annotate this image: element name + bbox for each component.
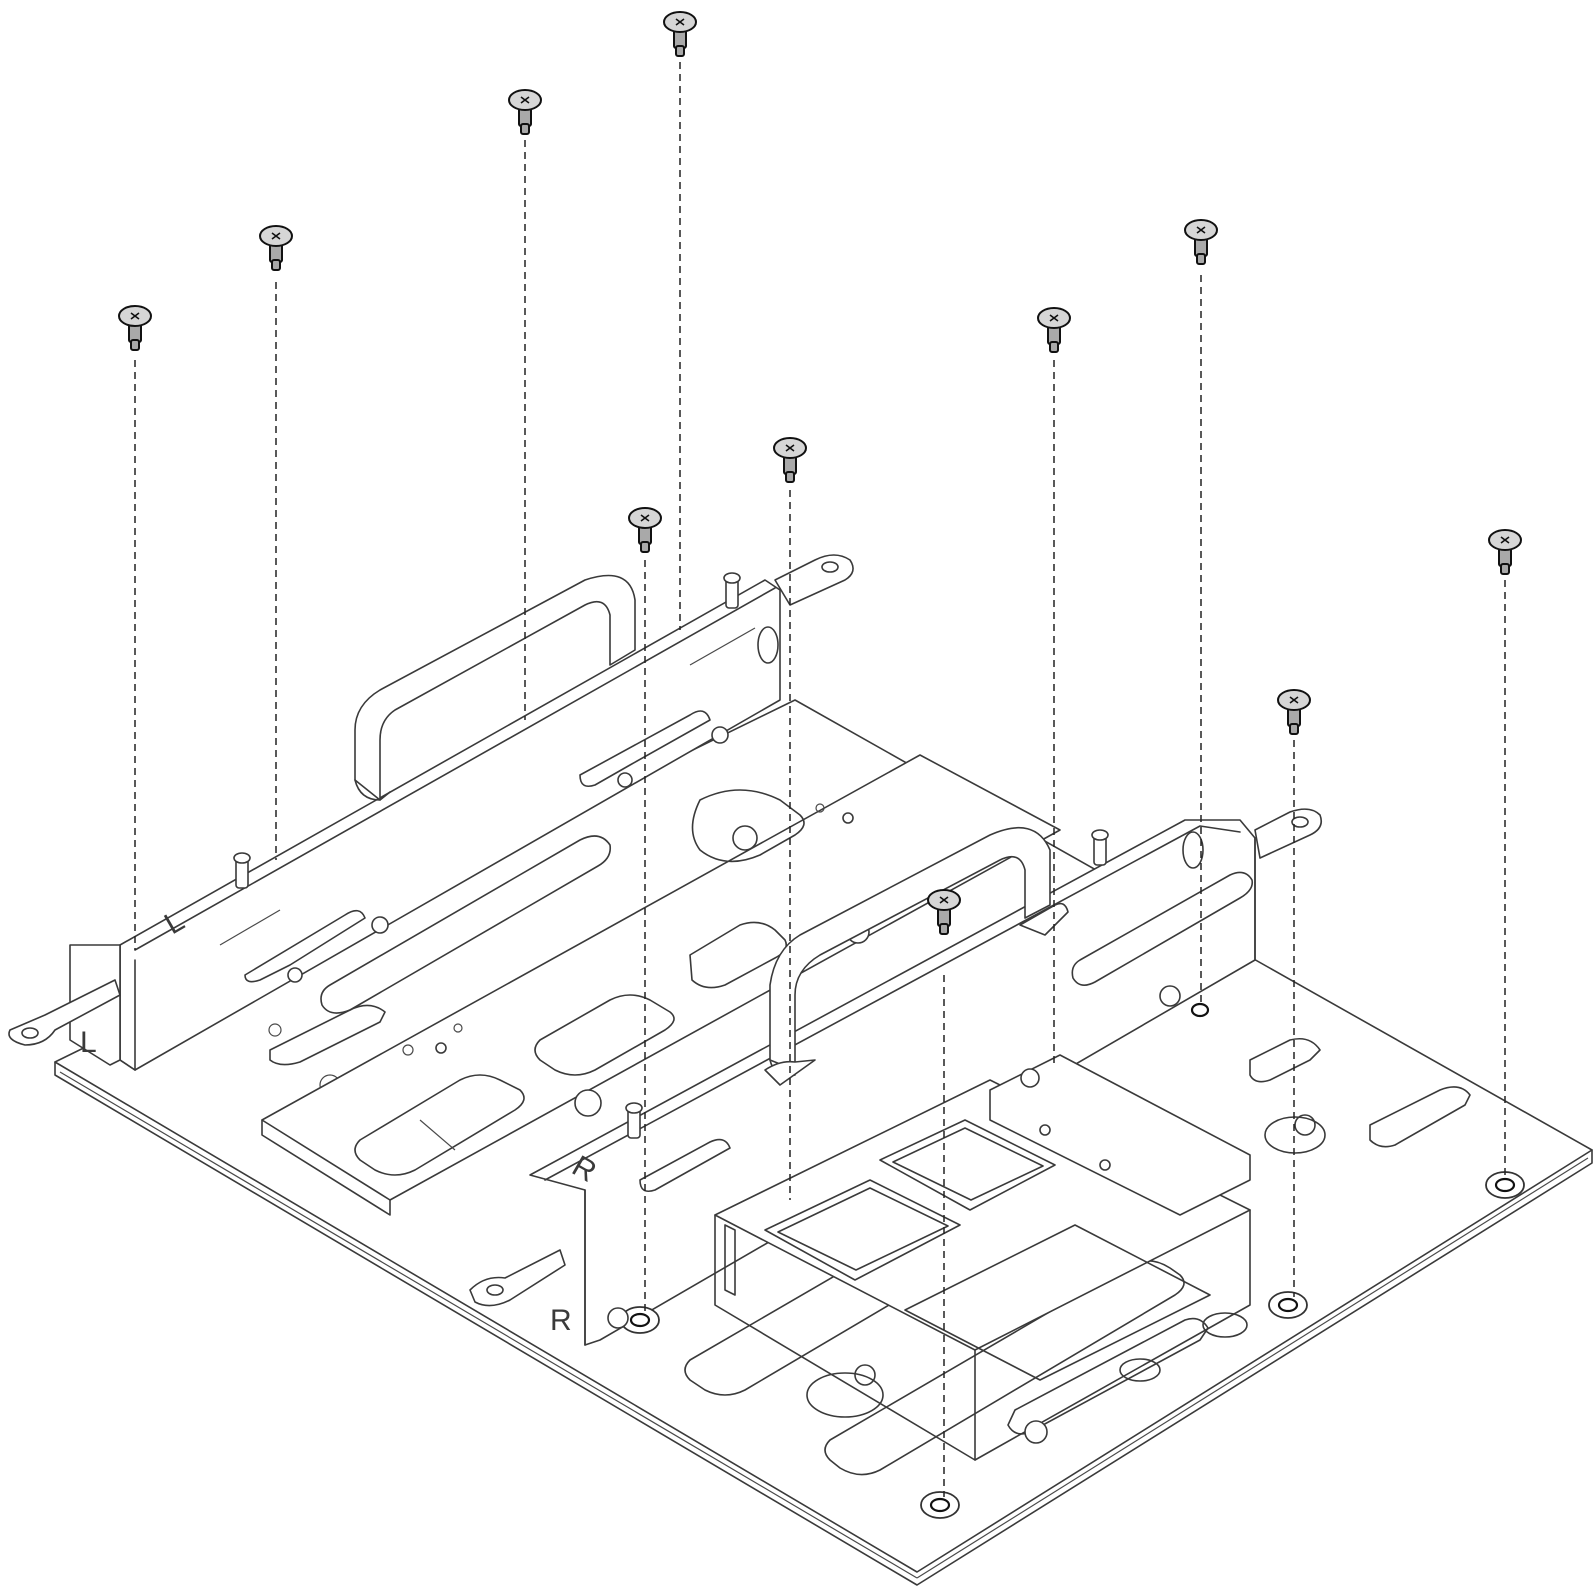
drive-cage xyxy=(714,1054,1251,1461)
left-bracket: L L xyxy=(8,554,854,1071)
mounting-hole xyxy=(1485,1171,1525,1199)
screws xyxy=(118,11,1522,935)
screw-icon xyxy=(927,889,961,935)
screw-icon xyxy=(1488,529,1522,575)
screw-icon xyxy=(508,89,542,135)
screw-icon xyxy=(1037,307,1071,353)
screw-icon xyxy=(773,437,807,483)
screw-icon xyxy=(1184,219,1218,265)
screw-icon xyxy=(628,507,662,553)
mounting-hole xyxy=(620,1306,660,1334)
guide-lines xyxy=(134,50,1506,1497)
screw-icon xyxy=(663,11,697,57)
screw-icon xyxy=(118,305,152,351)
screw-icon xyxy=(259,225,293,271)
right-bracket: R R xyxy=(469,808,1323,1346)
mounting-hole xyxy=(920,1491,960,1519)
screw-icon xyxy=(1277,689,1311,735)
mounting-hole xyxy=(1190,1002,1210,1018)
mounting-hole xyxy=(1268,1291,1308,1319)
side-mark-l-front: L xyxy=(80,1026,97,1059)
side-mark-r-front: R xyxy=(550,1304,572,1337)
